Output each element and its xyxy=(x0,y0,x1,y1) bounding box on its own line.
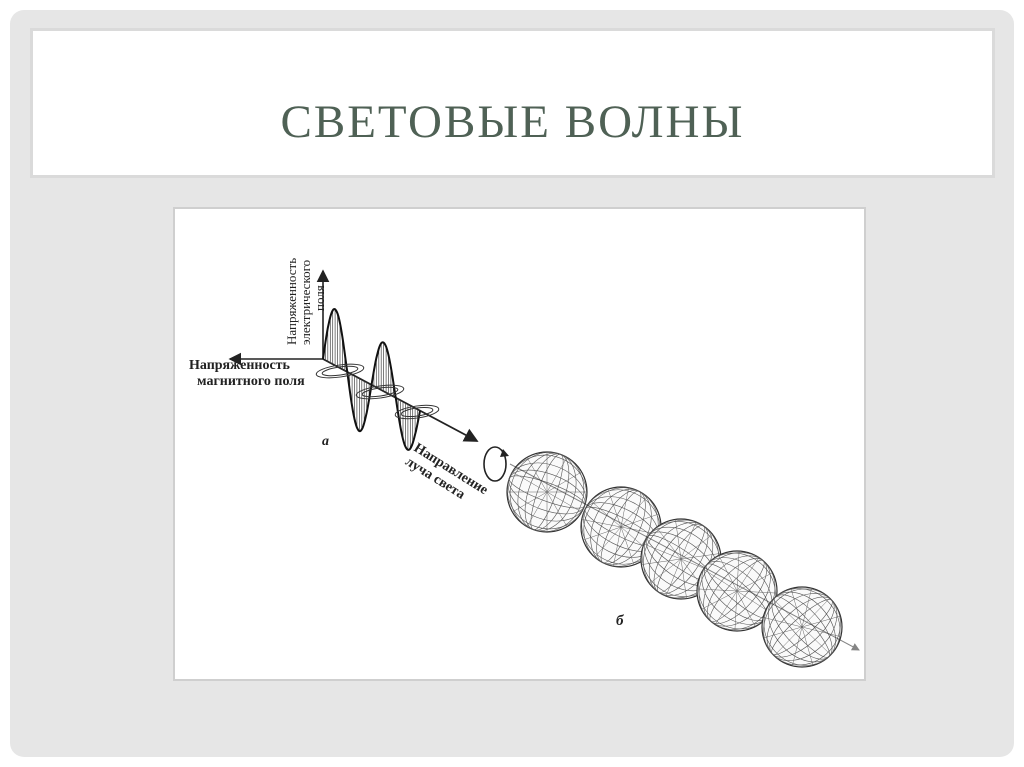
slide-title: СВЕТОВЫЕ ВОЛНЫ xyxy=(280,96,745,148)
photon-sphere xyxy=(506,451,588,533)
magnetic-field-label: Напряженность магнитного поля xyxy=(189,358,305,389)
diagram-canvas: Напряженность электрического поля Напряж… xyxy=(189,255,860,668)
wave-hatching xyxy=(325,309,418,450)
title-band: СВЕТОВЫЕ ВОЛНЫ xyxy=(30,28,995,178)
photon-sphere xyxy=(761,586,843,668)
electric-field-wave xyxy=(322,308,421,451)
beam-direction-axis xyxy=(322,358,479,442)
electric-field-label: Напряженность электрического поля xyxy=(284,255,327,345)
beam-direction-label: Направление луча света xyxy=(402,441,493,514)
photon-sphere xyxy=(696,550,778,632)
photon-beam-axis xyxy=(509,463,860,651)
magnetic-field-loops xyxy=(315,363,440,420)
rotation-arrow-icon xyxy=(483,446,509,482)
slide: СВЕТОВЫЕ ВОЛНЫ xyxy=(10,10,1014,757)
panel-a-label: а xyxy=(322,434,329,449)
light-wave-diagram: Напряженность электрического поля Напряж… xyxy=(173,207,866,681)
panel-b-label: б xyxy=(616,613,624,629)
photon-spheres xyxy=(506,451,843,668)
